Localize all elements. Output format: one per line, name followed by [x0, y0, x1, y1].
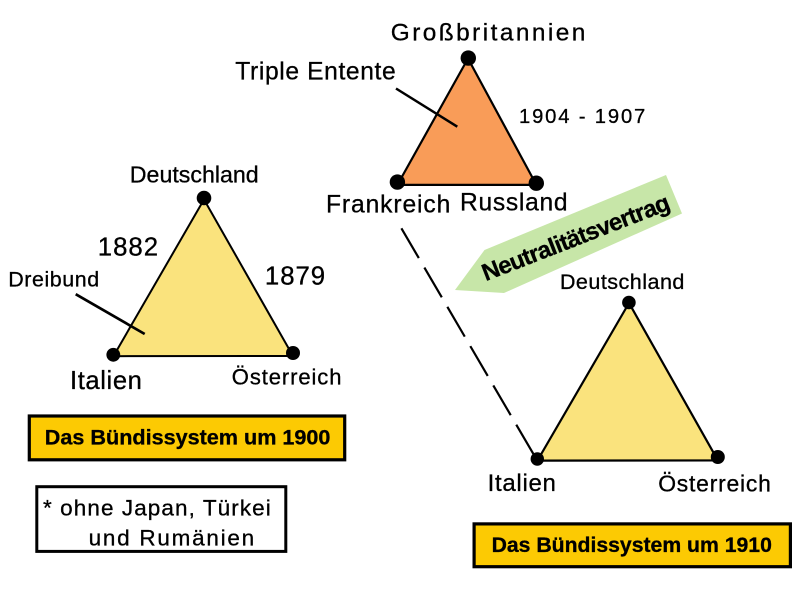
svg-text:Frankreich: Frankreich — [326, 192, 451, 219]
svg-text:Italien: Italien — [70, 367, 143, 395]
svg-text:1904 - 1907: 1904 - 1907 — [519, 106, 647, 128]
svg-text:Triple Entente: Triple Entente — [235, 58, 396, 85]
svg-text:und Rumänien: und Rumänien — [89, 526, 256, 551]
svg-text:Deutschland: Deutschland — [130, 162, 259, 188]
svg-text:1879: 1879 — [265, 262, 326, 290]
svg-text:Das Bündissystem um 1900: Das Bündissystem um 1900 — [45, 425, 331, 450]
svg-text:Österreich: Österreich — [232, 364, 343, 389]
svg-text:Das Bündissystem um 1910: Das Bündissystem um 1910 — [492, 534, 772, 557]
svg-text:1882: 1882 — [98, 234, 159, 262]
svg-text:Russland: Russland — [460, 190, 568, 217]
svg-text:Großbritannien: Großbritannien — [391, 19, 588, 46]
svg-text:* ohne Japan, Türkei: * ohne Japan, Türkei — [43, 496, 272, 521]
svg-text:Österreich: Österreich — [658, 470, 771, 496]
svg-text:Dreibund: Dreibund — [8, 268, 100, 292]
svg-text:Italien: Italien — [488, 470, 557, 497]
svg-text:Deutschland: Deutschland — [560, 269, 685, 294]
